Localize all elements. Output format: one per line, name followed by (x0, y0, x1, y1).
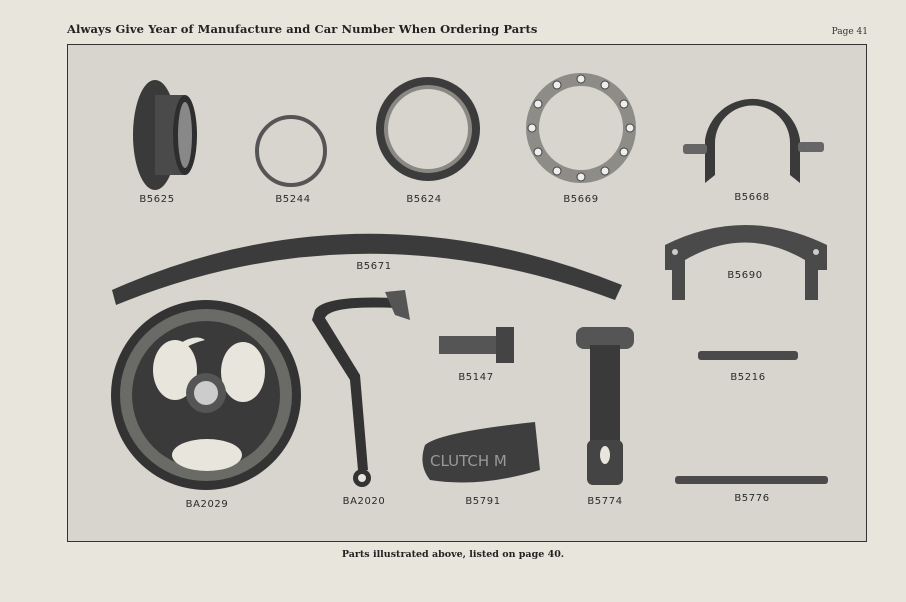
part-label: B5244 (275, 194, 310, 205)
part-b5671-image (112, 233, 622, 305)
part-b5147-image (439, 327, 514, 363)
part-b5668-image (683, 98, 824, 183)
part-b5791-image: CLUTCH M (422, 422, 540, 483)
part-label: B5690 (727, 270, 762, 281)
part-label: B5625 (139, 194, 174, 205)
figure-caption: Parts illustrated above, listed on page … (341, 549, 565, 560)
part-label: B5774 (587, 496, 622, 507)
part-b5624-image (376, 77, 480, 181)
part-b5690-image (665, 225, 827, 300)
part-label: B5668 (734, 192, 769, 203)
part-ba2029-image (111, 300, 301, 490)
part-label: B5776 (734, 493, 769, 504)
page-number: Page 41 (831, 27, 868, 37)
part-b5625-image (133, 80, 197, 190)
part-label: BA2029 (186, 499, 229, 510)
part-label: B5671 (356, 261, 391, 272)
part-label: B5147 (458, 372, 493, 383)
page-header: Always Give Year of Manufacture and Car … (67, 22, 538, 36)
part-b5774-image (576, 327, 634, 485)
clutch-embossing: CLUTCH M (430, 452, 507, 470)
part-label: B5624 (406, 194, 441, 205)
part-b5216-image (698, 351, 798, 360)
part-b5669-image (526, 73, 636, 183)
part-ba2020-image (312, 290, 410, 487)
part-b5244-image (255, 115, 327, 187)
part-label: B5216 (730, 372, 765, 383)
part-label: BA2020 (343, 496, 386, 507)
part-label: B5791 (465, 496, 500, 507)
part-b5776-image (675, 476, 828, 484)
part-label: B5669 (563, 194, 598, 205)
